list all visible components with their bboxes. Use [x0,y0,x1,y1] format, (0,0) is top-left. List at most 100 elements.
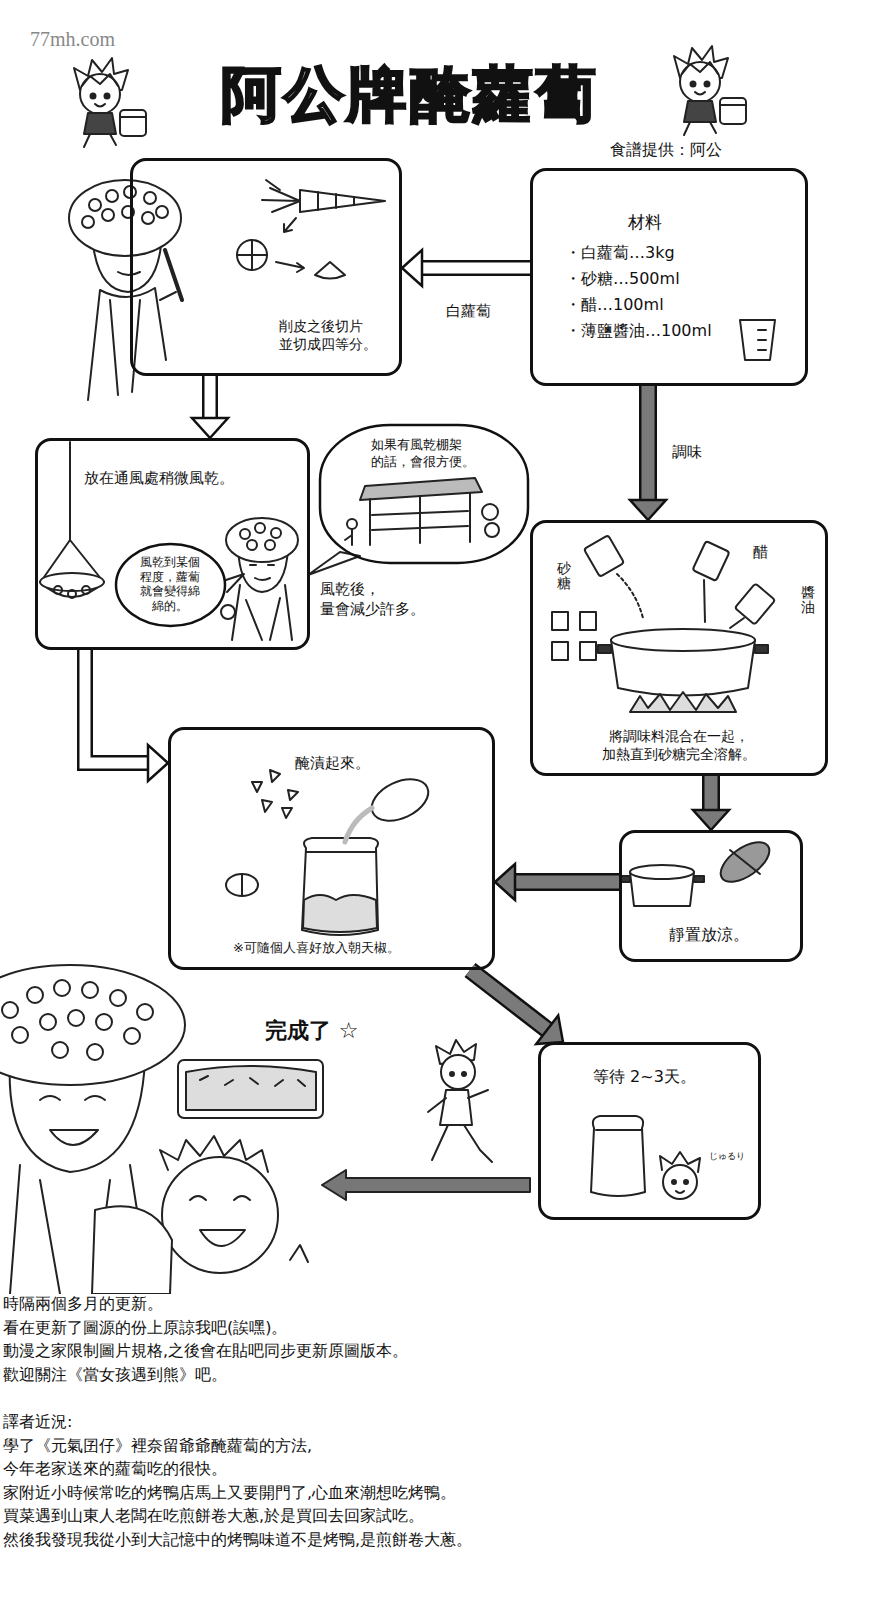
waiting-jar [672,1180,676,1184]
node-text: ・砂糖…500ml [565,269,680,290]
bubble-outline [116,544,225,626]
finished-scene [54,980,70,996]
flow-arrow [85,650,168,781]
radish-slices [262,180,300,212]
note-line: 今年老家送來的蘿蔔吃的很快。 [3,1459,227,1479]
arrow-head [148,745,168,781]
arrow-shaft [205,376,216,418]
note-line: 家附近小時候常吃的烤鴨店馬上又要開門了,心血來潮想吃烤鴨。 [3,1483,456,1503]
node-text: 醋 [753,543,768,563]
cooling-pot [694,876,704,882]
radish-slices [237,240,267,270]
grandpa-figure [102,209,114,221]
hanging-basket [42,442,102,580]
node-text: 醬油 [801,585,815,616]
speech-bubble: 風乾到某個程度，蘿蔔就會變得綿綿的。 [114,542,227,628]
arrow-head [192,418,228,438]
drying-shed [370,493,470,545]
finished-scene [68,1010,84,1026]
drying-shed [485,523,499,537]
arrow-head [402,250,422,286]
seasoning-pot [580,612,596,630]
process-box: 放在通風處稍微風乾。風乾到某個程度，蘿蔔就會變得綿綿的。 [35,438,310,650]
flow-arrow [495,864,619,900]
waiting-jar [663,1165,697,1199]
measuring-cup [740,320,775,360]
thought-bubble: 如果有風乾棚架 的話，會很方便。 [318,423,530,565]
grandpa-figure [232,585,292,640]
cooling-pot [620,834,776,906]
arrow-heads [402,250,422,286]
radish-slices [318,192,354,210]
note-line: 學了《元氣囝仔》裡奈留爺爺醃蘿蔔的方法, [3,1436,312,1456]
drying-shed [482,504,498,520]
grandpa-figure [106,190,118,202]
kid-figure [428,1040,492,1162]
note-line: 譯者近況: [3,1412,72,1432]
grandpa-figure [247,540,257,550]
seasoning-pot [552,535,775,712]
arrow-shaft [85,650,148,763]
finished-scene [2,1002,18,1018]
pickle-jar [306,851,376,853]
arrow-head [630,500,666,520]
flow-arrow [192,376,228,438]
pickle-jar [303,895,377,932]
cooling-pot [714,834,776,889]
arrow-shaft [470,970,547,1030]
node-text: ・白蘿蔔…3kg [565,243,675,264]
finished-scene [186,1066,316,1110]
grandpa-figure [250,565,274,580]
pickle-jar [365,771,435,829]
finished-scene [40,1096,105,1145]
node-text: ・醋…100ml [565,295,664,316]
note-line: 買菜遇到山東人老闆在吃煎餅卷大蔥,於是買回去回家試吃。 [3,1506,424,1526]
note-line: 時隔兩個多月的更新。 [3,1294,163,1314]
node-text: 靜置放涼。 [669,925,749,946]
node-text: 放在通風處稍微風乾。 [84,469,234,489]
arrow-heads [192,418,228,438]
seasoning-pot [617,574,643,618]
kid-figure [674,46,746,135]
finished-scene [190,1196,250,1246]
seasoning-pot [552,612,568,630]
cooling-pot [630,865,694,879]
process-box: 材料・白蘿蔔…3kg ・砂糖…500ml ・醋…100ml ・薄鹽醬油…100ml [530,168,808,386]
arrow-shaft [639,386,657,500]
finished-scene [27,987,43,1003]
finished-scene [0,965,323,1294]
seasoning-pot [704,580,705,622]
drying-shed [347,519,357,529]
node-text: 材料 [628,211,662,233]
finish-arrow [322,1170,530,1200]
label: 完成了 ☆ [265,1018,358,1044]
radish-slices [300,190,385,212]
process-box: 削皮之後切片 並切成四等分。 [130,158,402,376]
arrow-shaft [422,260,530,276]
node-text: 將調味料混合在一起， 加熱直到砂糖完全溶解。 [600,727,757,763]
watermark: 77mh.com [30,28,115,51]
finished-scene [162,1157,278,1273]
node-text: ※可隨個人喜好放入朝天椒。 [233,940,400,957]
node-text: ・薄鹽醬油…100ml [565,321,712,342]
note-line: 歡迎關注《當女孩遇到熊》吧。 [3,1365,227,1385]
finished-scene [92,1206,172,1294]
node-text: じゅるり [709,1151,745,1163]
finished-scene [40,1014,56,1030]
arrow-head [536,1016,563,1044]
pickle-jar [226,874,258,896]
drawings [0,180,776,1294]
arrow-heads [693,810,729,830]
flow-arrow [630,386,666,520]
waiting-jar [591,1116,645,1196]
bubble-outline [320,425,528,563]
arrow-heads [536,1016,563,1044]
node-text: 醃漬起來。 [295,754,370,774]
hanging-basket [40,442,104,598]
hanging-basket [68,590,76,598]
finished-scene [87,1044,103,1060]
finished-scene [0,965,185,1085]
hanging-basket [40,573,104,591]
pickle-jar [226,770,435,935]
